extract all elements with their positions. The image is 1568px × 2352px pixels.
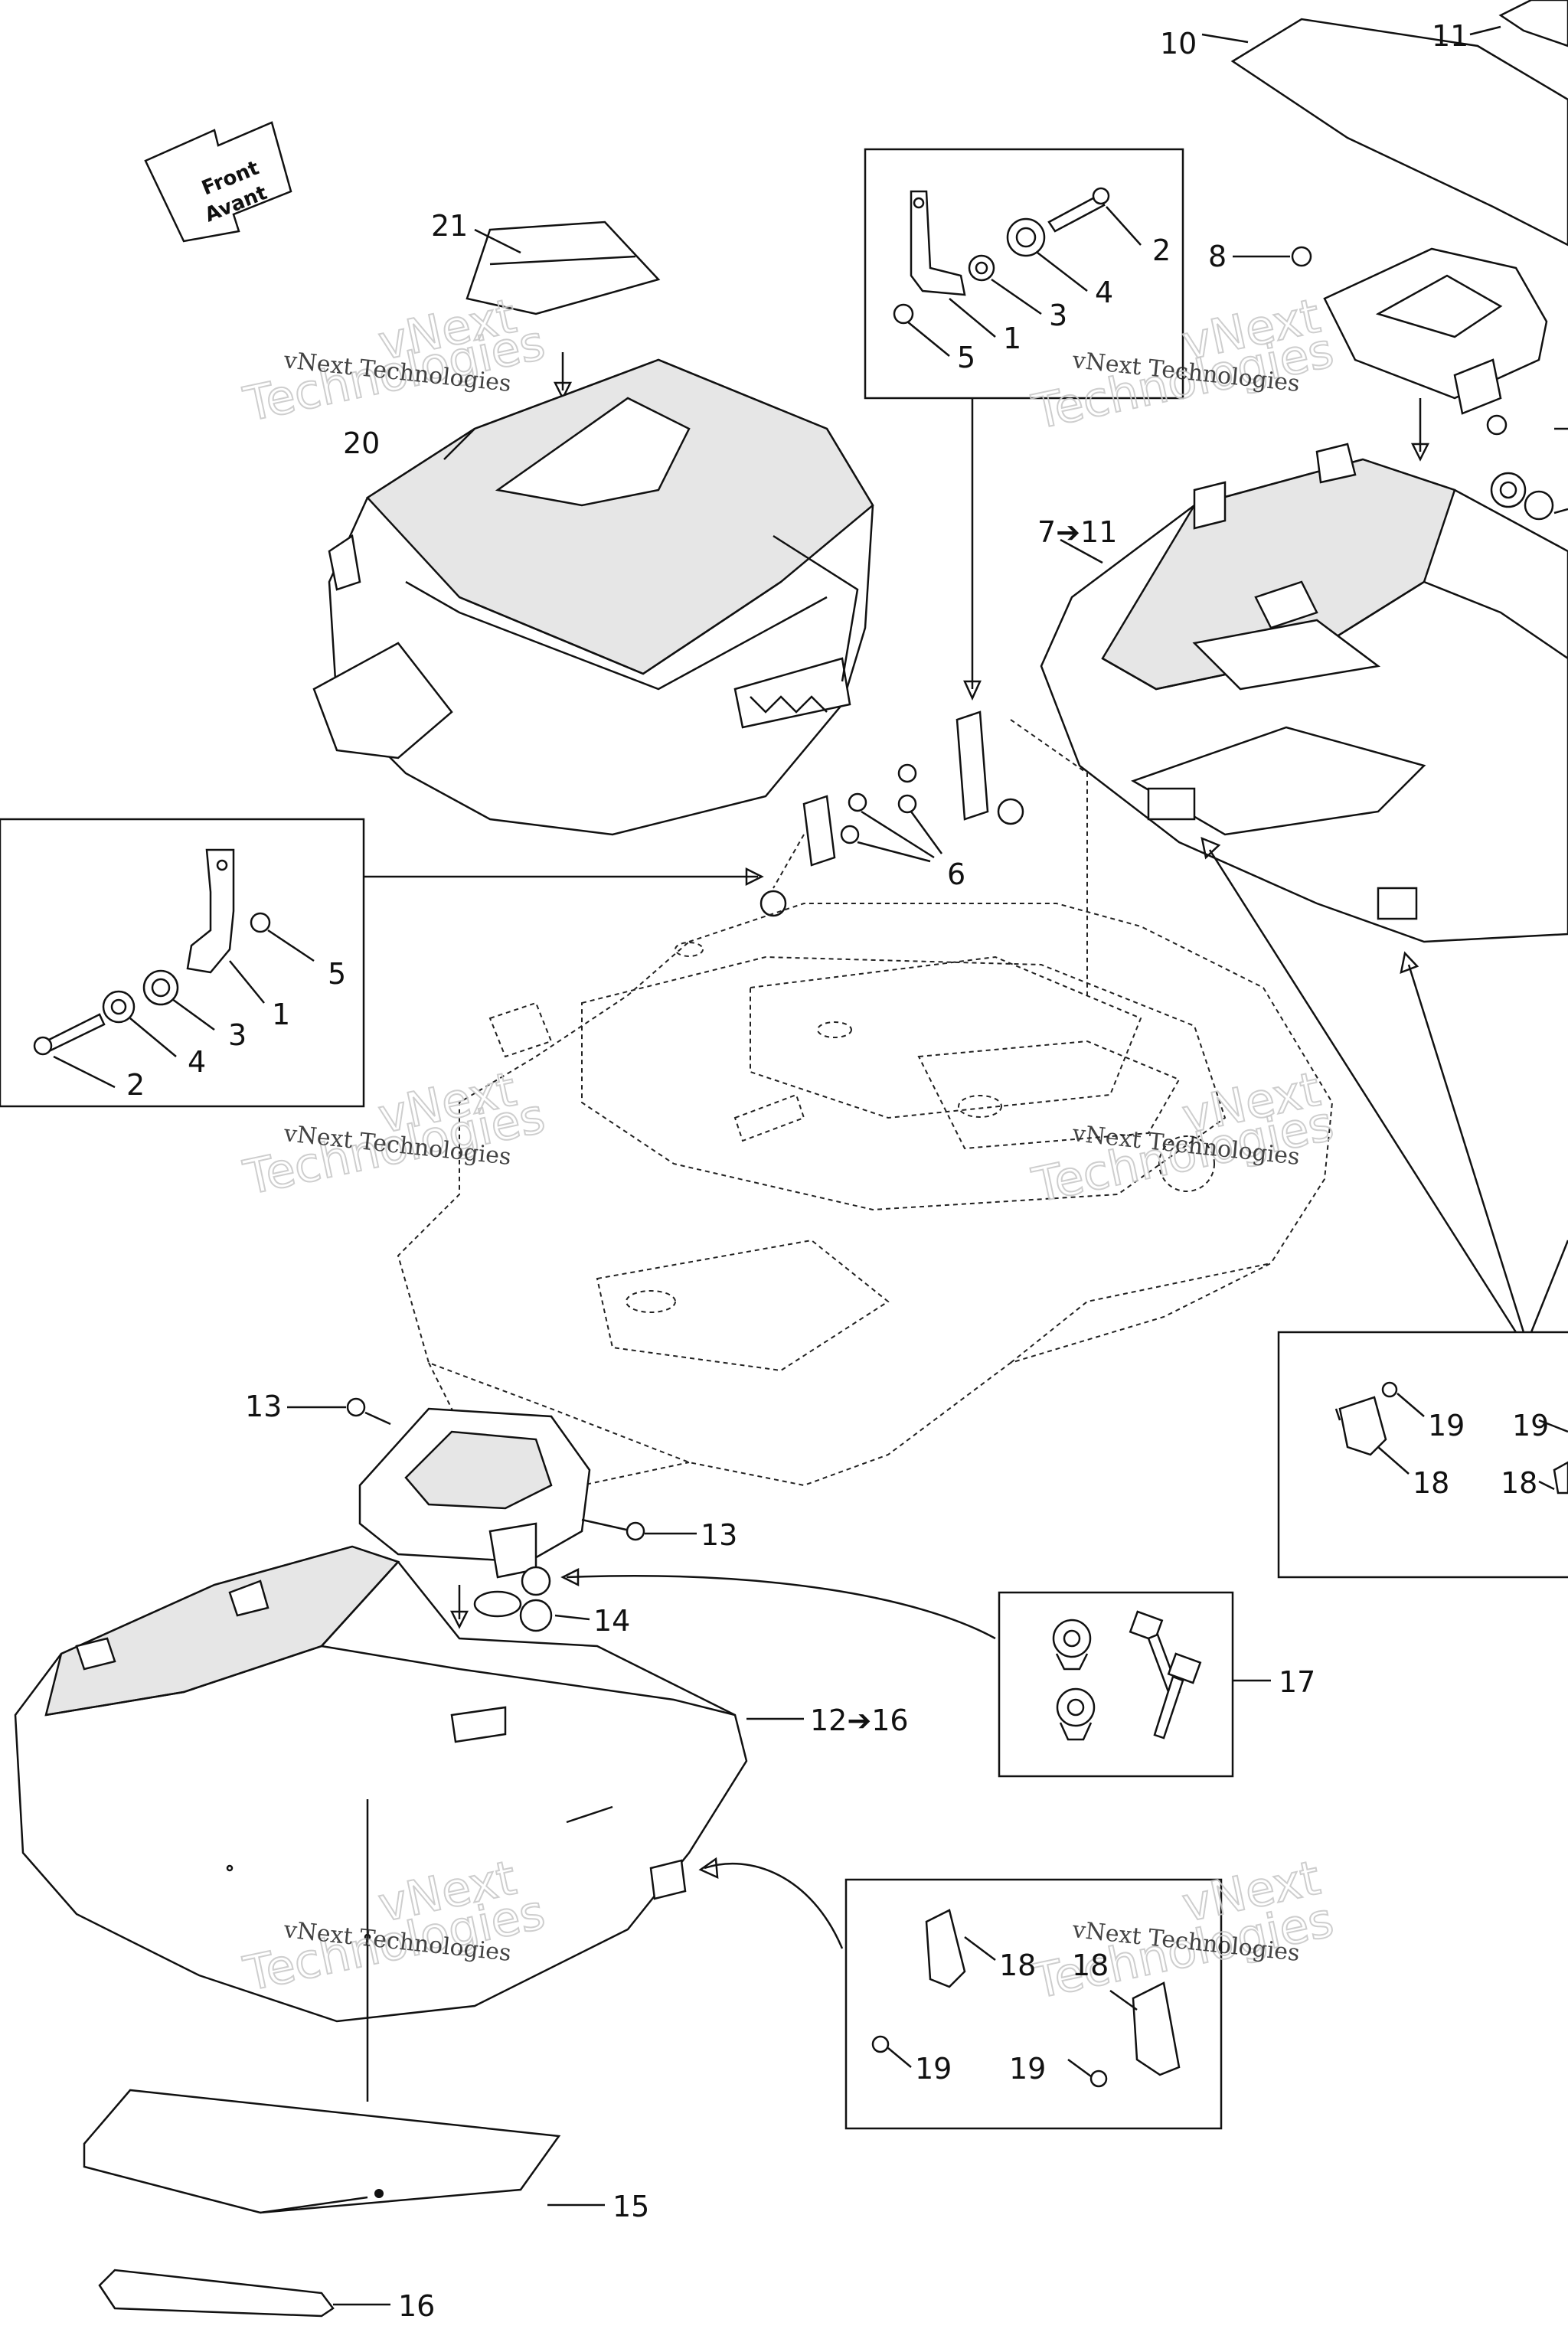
detail-box-lock-kit — [998, 1591, 1234, 1778]
side-case-left-12 — [14, 1545, 804, 2023]
callout-18-bot-a: 18 — [999, 1949, 1036, 1982]
callout-5-top: 5 — [957, 341, 975, 374]
callout-14: 14 — [593, 1604, 630, 1638]
top-case-20 — [312, 358, 874, 836]
callout-4-left: 4 — [188, 1045, 206, 1079]
inner-tray-8 — [1233, 246, 1568, 521]
clips-right-middle — [1334, 1381, 1568, 1494]
front-direction-arrow: Front Avant — [144, 121, 292, 243]
callout-18-mid-b: 18 — [1501, 1466, 1537, 1500]
callout-3-left: 3 — [228, 1018, 247, 1052]
callout-16: 16 — [398, 2289, 435, 2323]
watermark-6: Technologies vNext vNext Technologies — [1027, 1849, 1339, 2011]
callout-1-top: 1 — [1003, 322, 1021, 355]
callout-12-16: 12➔16 — [810, 1704, 909, 1737]
callout-19-mid-a: 19 — [1428, 1409, 1465, 1442]
watermark-1: Technologies vNext vNext Technologies — [238, 287, 550, 433]
decal-11 — [1469, 0, 1568, 47]
callout-20: 20 — [343, 426, 380, 460]
callout-3-top: 3 — [1049, 299, 1067, 332]
callout-13-a: 13 — [245, 1390, 282, 1423]
callout-6: 6 — [947, 858, 965, 891]
callout-8: 8 — [1208, 240, 1227, 273]
callout-17: 17 — [1279, 1665, 1315, 1699]
callout-7-11: 7➔11 — [1037, 515, 1117, 549]
callout-5-left: 5 — [328, 957, 346, 991]
detail-box-mount-left — [0, 818, 365, 1108]
vehicle-rear-outline — [397, 903, 1334, 1487]
lock-kit-17 — [1052, 1610, 1202, 1741]
lock-cylinder-14 — [473, 1566, 590, 1632]
callout-2-left: 2 — [126, 1068, 145, 1102]
latch-cover-13 — [287, 1397, 697, 1629]
decal-16 — [98, 2269, 390, 2318]
callout-10: 10 — [1160, 27, 1197, 60]
callout-19-bot-b: 19 — [1009, 2052, 1046, 2086]
callout-18-mid-a: 18 — [1413, 1466, 1449, 1500]
decal-10 — [1201, 18, 1568, 247]
mount-bracket-top — [893, 187, 1142, 357]
callout-2-top: 2 — [1152, 234, 1171, 267]
detail-box-mount-right — [864, 148, 1184, 400]
clips-bottom — [871, 1909, 1181, 2088]
bolts-6 — [760, 710, 1088, 995]
callout-4-top: 4 — [1095, 276, 1113, 309]
callout-19-mid-b: 19 — [1512, 1409, 1549, 1442]
detail-box-clips-bottom — [844, 1878, 1223, 2130]
callout-19-bot-a: 19 — [915, 2052, 952, 2086]
decal-21 — [466, 220, 661, 400]
mount-bracket-left — [33, 848, 315, 1089]
decal-15 — [83, 1799, 605, 2214]
watermark-3: Technologies vNext vNext Technologies — [238, 1060, 550, 1207]
callout-11: 11 — [1432, 19, 1468, 53]
callout-18-bot-b: 18 — [1072, 1949, 1109, 1982]
callout-13-b: 13 — [701, 1518, 737, 1552]
callout-21: 21 — [431, 209, 468, 243]
callout-1-left: 1 — [272, 998, 290, 1031]
callout-labels: 2 4 3 1 5 10 11 8 7➔11 21 20 6 5 1 3 4 2… — [126, 19, 1549, 2323]
callout-15: 15 — [612, 2190, 649, 2223]
watermark-4: Technologies vNext vNext Technologies — [1027, 1060, 1339, 1214]
detail-box-clips-right — [1277, 1331, 1568, 1579]
side-case-right-7 — [1040, 443, 1568, 943]
